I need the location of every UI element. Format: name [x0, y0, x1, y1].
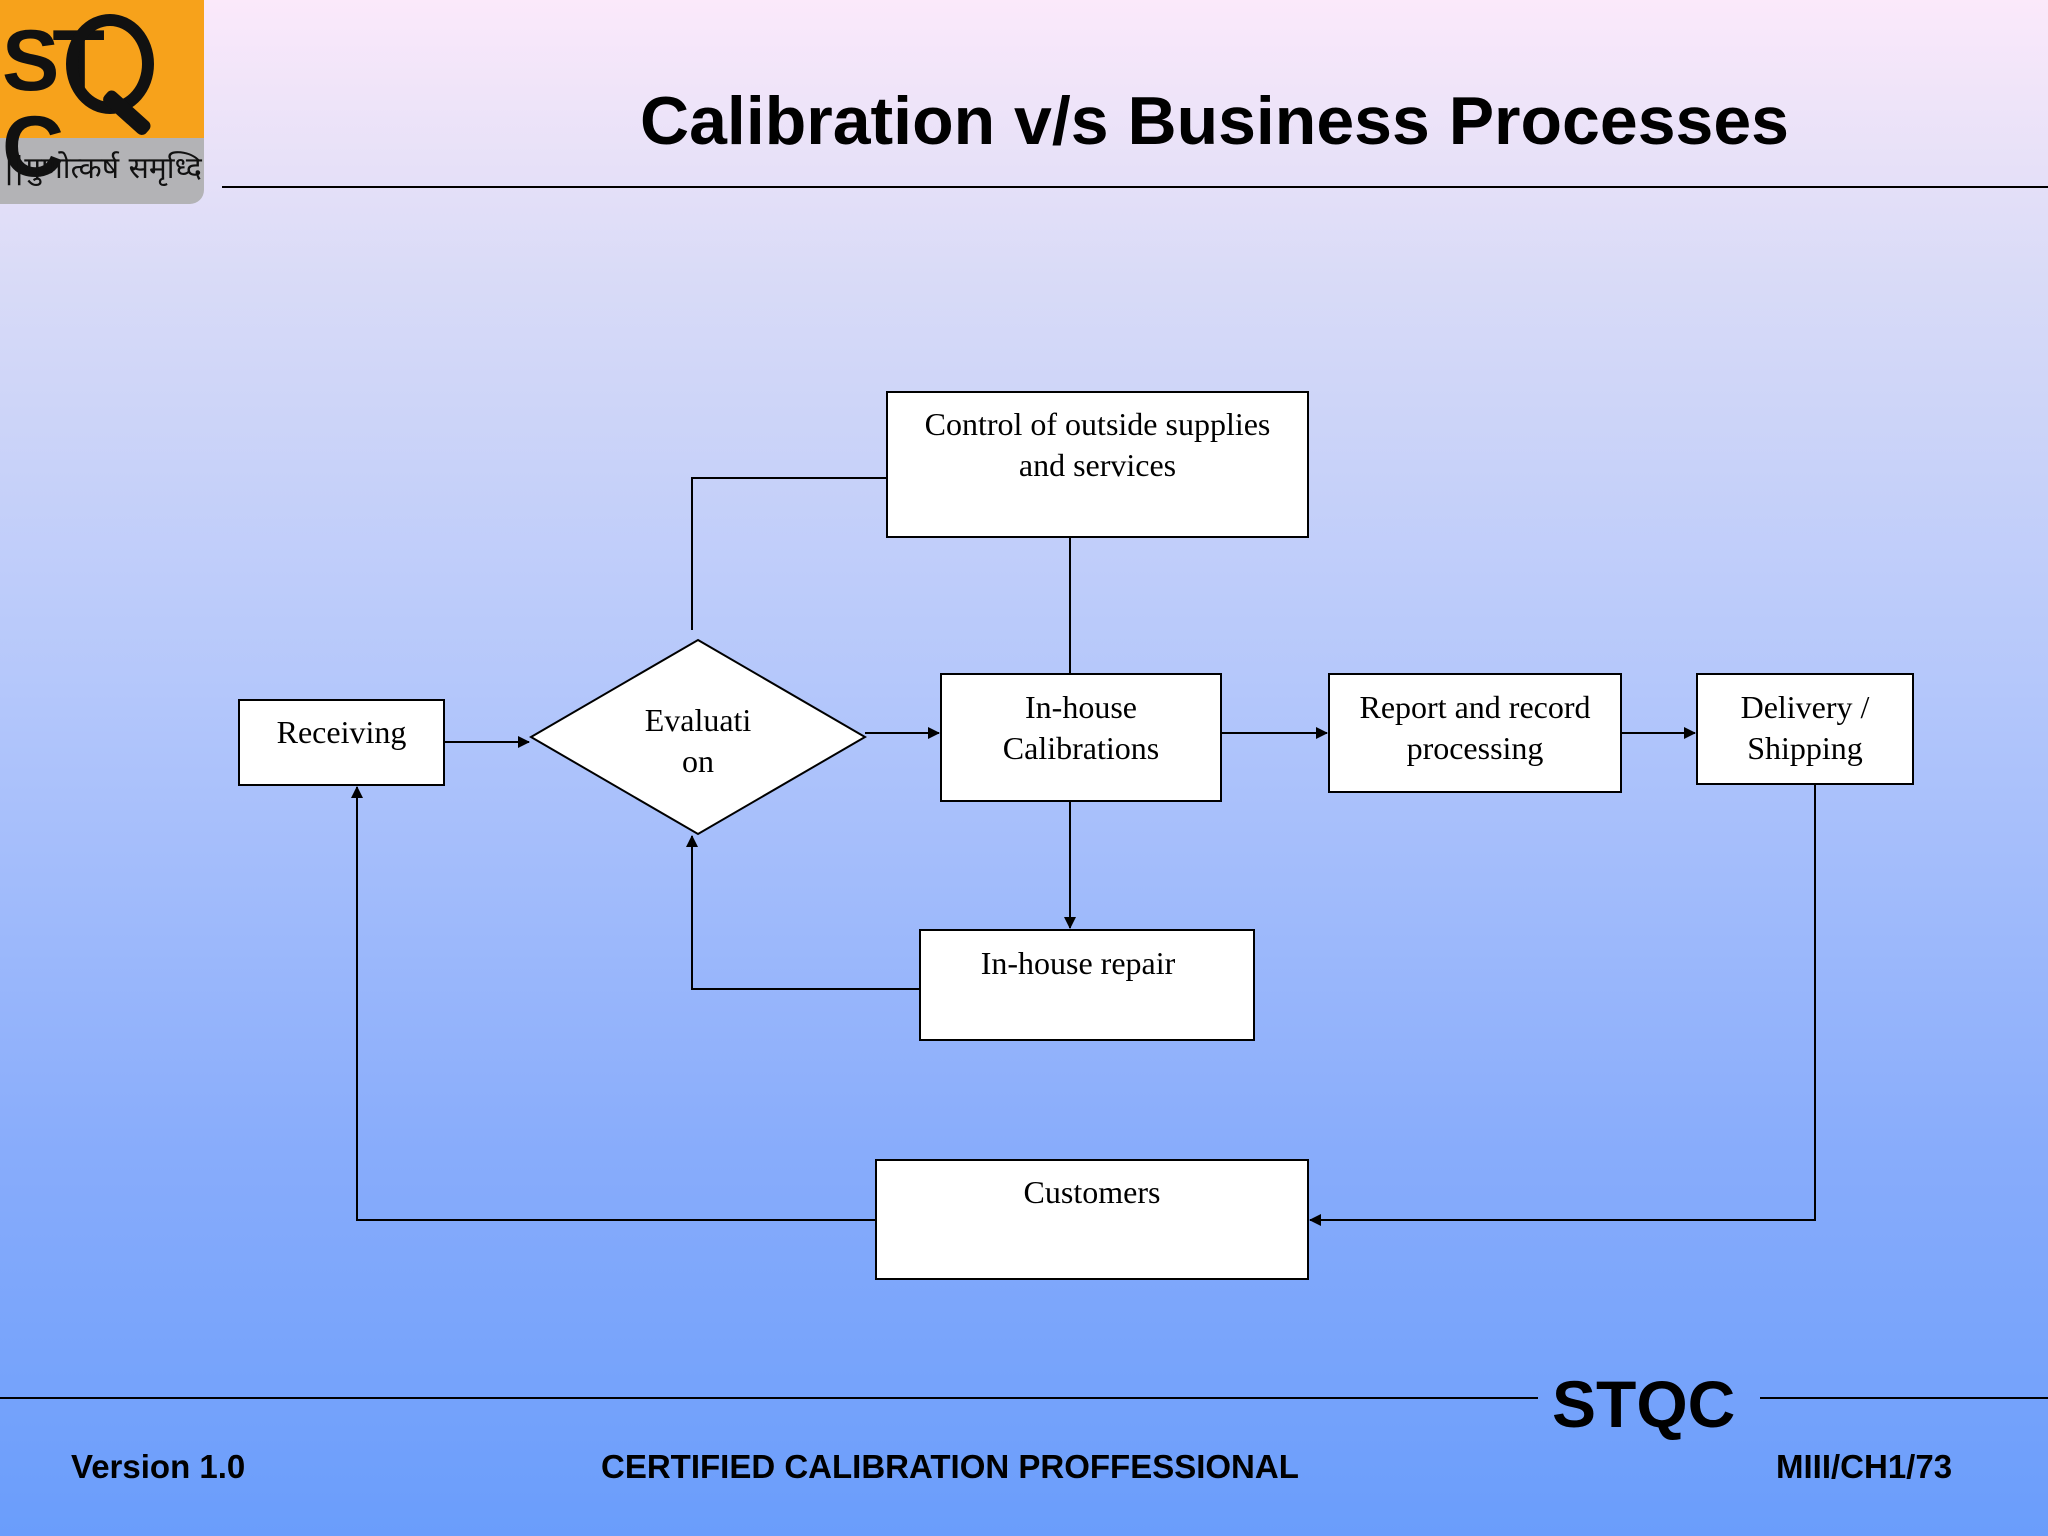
footer-version: Version 1.0	[71, 1448, 246, 1485]
receiving-label: Receiving	[276, 714, 407, 750]
footer-course: CERTIFIED CALIBRATION PROFFESSIONAL	[601, 1448, 1299, 1485]
receiving-box	[238, 699, 445, 786]
footer-page-ref: MIII/CH1/73	[1776, 1448, 1953, 1485]
footer-divider-right	[1760, 1397, 2048, 1399]
evaluation-label: Evaluati on	[644, 702, 752, 779]
edge-delivery-customers	[1309, 784, 1816, 1226]
delivery-label: Delivery / Shipping	[1740, 689, 1870, 766]
edge-evaluation-control	[691, 477, 887, 630]
customers-label: Customers	[1023, 1174, 1161, 1210]
evaluation-diamond	[529, 638, 867, 836]
stqc-logo: STC ||गुणोत्कर्ष समृध्दि:||	[0, 0, 204, 204]
report-label: Report and record processing	[1359, 689, 1591, 766]
delivery-box	[1696, 673, 1914, 785]
footer-brand: STQC	[1552, 1367, 1736, 1441]
control-box	[886, 391, 1309, 538]
edge-repair-evaluation	[686, 835, 920, 990]
footer-divider-left	[0, 1397, 1538, 1399]
control-label: Control of outside supplies and services	[924, 406, 1271, 483]
report-box	[1328, 673, 1622, 793]
inhouse-calibrations-label: In-house Calibrations	[1002, 689, 1160, 766]
repair-box	[919, 929, 1255, 1041]
inhouse-calibrations-box	[940, 673, 1222, 802]
logo-bottom-panel	[0, 138, 204, 204]
edge-customers-receiving	[351, 786, 876, 1221]
slide-title: Calibration v/s Business Processes	[640, 83, 1789, 159]
customers-box	[875, 1159, 1309, 1280]
logo-tagline: ||गुणोत्कर्ष समृध्दि:||	[4, 151, 204, 186]
repair-label: In-house repair	[980, 945, 1176, 981]
title-divider	[222, 186, 2048, 188]
